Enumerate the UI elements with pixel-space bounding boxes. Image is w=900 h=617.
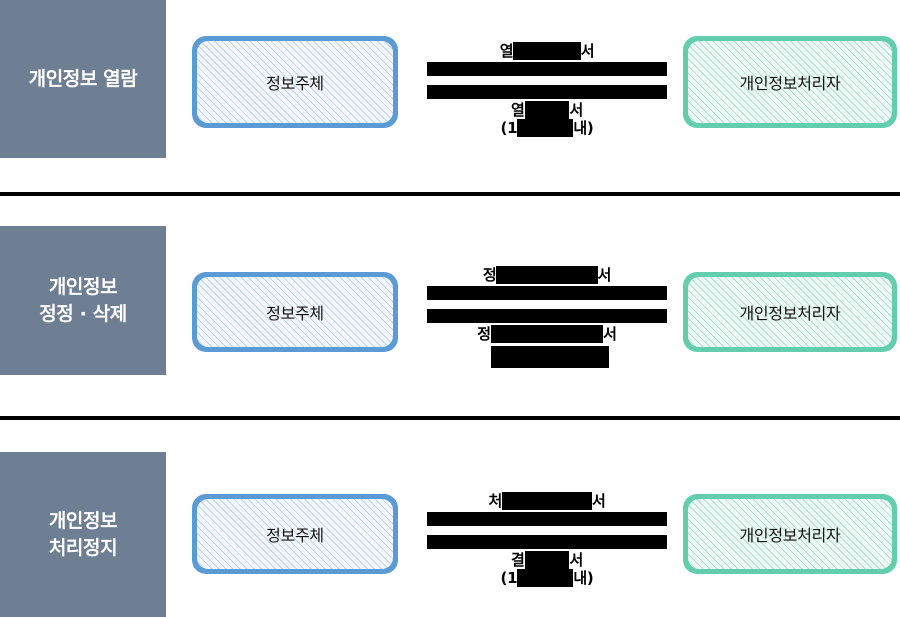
- flow-suffix: 서: [580, 42, 595, 60]
- arrow-reply-suspension: [427, 535, 667, 549]
- hatch-fill: [688, 277, 892, 347]
- hatch-fill: [197, 277, 393, 347]
- redacted-text: ██████: [513, 42, 581, 60]
- flow-deadline-line: (1█████내): [427, 119, 667, 137]
- actor-label-controller: 개인정보처리자: [739, 74, 841, 93]
- actor-controller-correction: 개인정보처리자: [683, 272, 897, 352]
- flow-label-request-suspension: 처████████서: [427, 492, 667, 510]
- hatch-fill: [688, 41, 892, 123]
- flow-prefix: 정: [482, 266, 497, 284]
- redacted-text: ████: [524, 551, 570, 569]
- row-processing-suspension: 개인정보 처리정지 정보주체 처████████서 결████서 (1█████…: [0, 452, 900, 617]
- arrow-forward-access: [427, 62, 667, 76]
- deadline-suffix: 내): [573, 119, 594, 137]
- hatch-fill: [197, 41, 393, 123]
- redacted-deadline-block-correction: [491, 346, 609, 368]
- actor-label-controller: 개인정보처리자: [739, 304, 841, 323]
- actor-label-controller: 개인정보처리자: [739, 526, 841, 545]
- flow-deadline-line: (1█████내): [427, 569, 667, 587]
- flow-suffix: 서: [569, 551, 583, 569]
- flow-label-reply-access: 열████서 (1█████내): [427, 101, 667, 137]
- flow-text-line: 정██████████서: [427, 325, 667, 343]
- arrow-forward-correction: [427, 286, 667, 300]
- actor-label-data-subject: 정보주체: [266, 526, 324, 545]
- redacted-text: ██████████: [490, 325, 604, 343]
- flow-prefix: 열: [511, 101, 525, 119]
- deadline-prefix: (1: [500, 119, 518, 137]
- actor-controller-access: 개인정보처리자: [683, 36, 897, 128]
- flow-prefix: 열: [499, 42, 514, 60]
- flow-suffix: 서: [569, 101, 583, 119]
- flow-label-request-access: 열██████서: [427, 42, 667, 60]
- hatch-fill: [197, 499, 393, 569]
- section-divider-1: [0, 192, 900, 196]
- hatch-fill: [688, 499, 892, 569]
- flow-text-line: 정█████████서: [427, 266, 667, 284]
- flow-prefix: 정: [477, 325, 491, 343]
- flow-label-reply-suspension: 결████서 (1█████내): [427, 551, 667, 587]
- category-panel-processing-suspension: 개인정보 처리정지: [0, 452, 166, 617]
- arrow-forward-suspension: [427, 512, 667, 526]
- actor-data-subject-correction: 정보주체: [192, 272, 398, 352]
- actor-label-data-subject: 정보주체: [266, 74, 324, 93]
- section-divider-2: [0, 416, 900, 420]
- flow-label-request-correction: 정█████████서: [427, 266, 667, 284]
- flow-suffix: 서: [597, 266, 612, 284]
- flow-text-line: 열██████서: [427, 42, 667, 60]
- flow-prefix: 결: [511, 551, 525, 569]
- actor-data-subject-access: 정보주체: [192, 36, 398, 128]
- flow-text-line: 결████서: [427, 551, 667, 569]
- flow-suffix: 서: [603, 325, 617, 343]
- row-access: 개인정보 열람 정보주체 열██████서 열████서 (1█████내) 개…: [0, 0, 900, 194]
- flow-text-line: 처████████서: [427, 492, 667, 510]
- deadline-suffix: 내): [573, 569, 594, 587]
- redacted-text: ████: [524, 101, 570, 119]
- flow-suffix: 서: [591, 492, 606, 510]
- category-panel-correction-deletion: 개인정보 정정 · 삭제: [0, 226, 166, 375]
- flow-text-line: 열████서: [427, 101, 667, 119]
- category-label-access: 개인정보 열람: [28, 67, 138, 90]
- flow-label-reply-correction: 정██████████서: [427, 325, 667, 343]
- redacted-text: █████████: [496, 266, 598, 284]
- redacted-deadline: █████: [517, 569, 574, 587]
- flow-prefix: 처: [488, 492, 503, 510]
- actor-data-subject-suspension: 정보주체: [192, 494, 398, 574]
- row-correction-deletion: 개인정보 정정 · 삭제 정보주체 정█████████서 정█████████…: [0, 226, 900, 418]
- actor-label-data-subject: 정보주체: [266, 304, 324, 323]
- arrow-reply-correction: [427, 309, 667, 323]
- category-label-processing-suspension: 개인정보 처리정지: [48, 509, 118, 559]
- arrow-reply-access: [427, 85, 667, 99]
- redacted-deadline: █████: [517, 119, 574, 137]
- actor-controller-suspension: 개인정보처리자: [683, 494, 897, 574]
- category-panel-access: 개인정보 열람: [0, 0, 166, 158]
- category-label-correction-deletion: 개인정보 정정 · 삭제: [39, 275, 127, 325]
- redacted-text: ████████: [502, 492, 592, 510]
- deadline-prefix: (1: [500, 569, 518, 587]
